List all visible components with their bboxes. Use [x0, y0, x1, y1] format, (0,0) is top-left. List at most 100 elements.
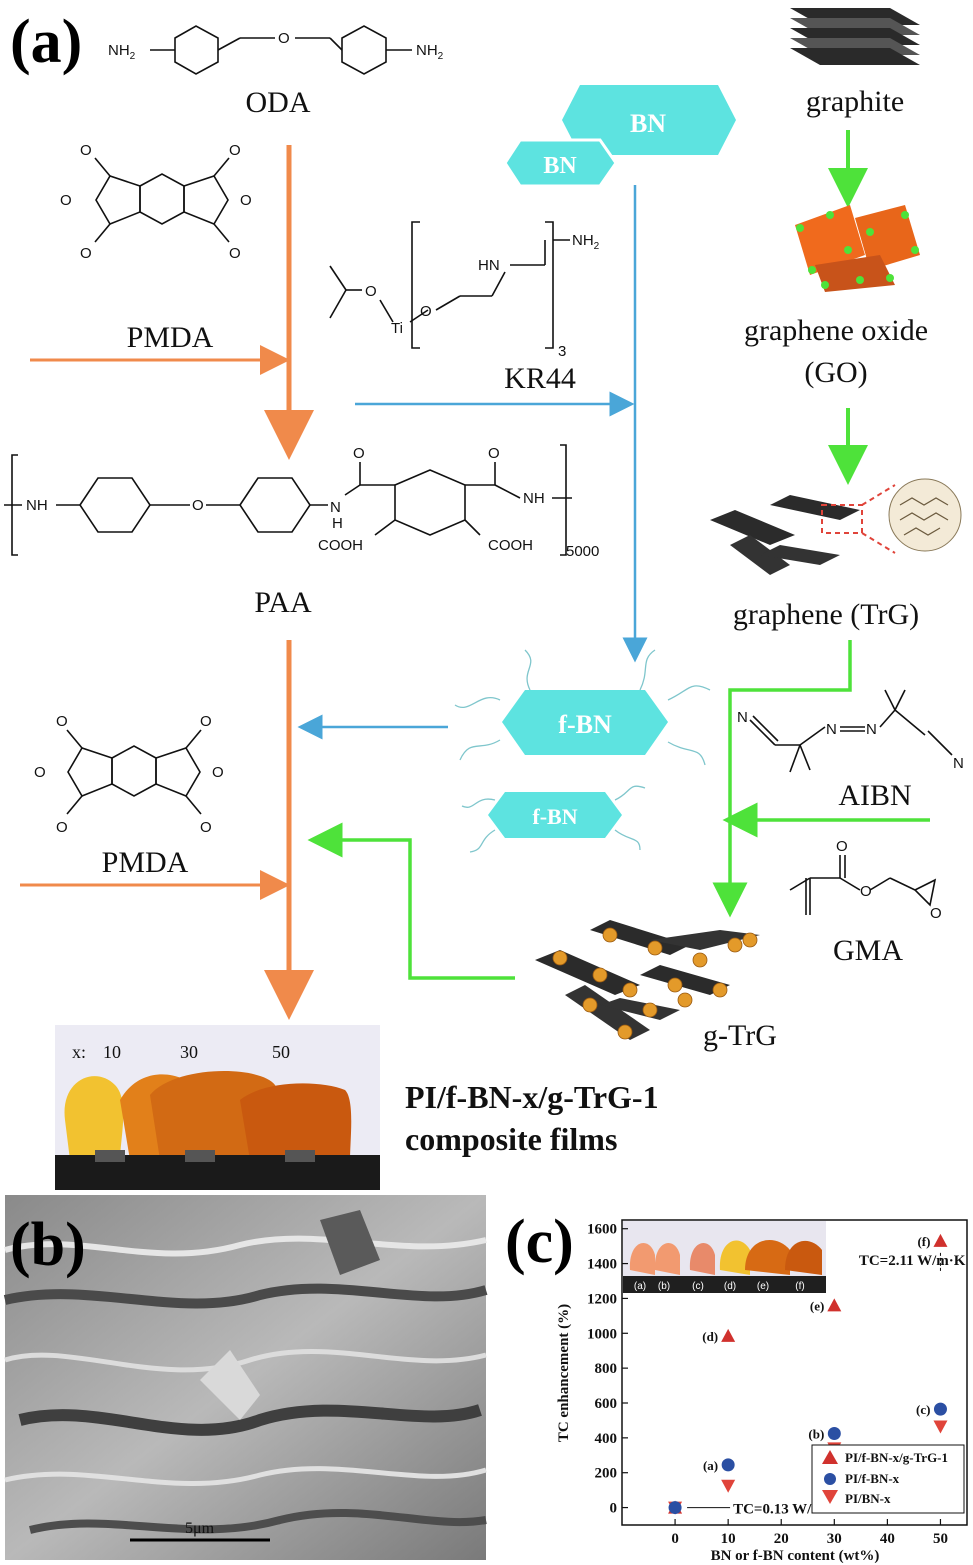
label-aibn: AIBN: [838, 779, 911, 812]
kr44-ti: Ti: [391, 320, 403, 337]
data-point-series-2: [721, 1458, 735, 1472]
gma-o1: O: [836, 838, 848, 855]
oda-structure: [150, 25, 412, 75]
kr44-hn: HN: [478, 257, 500, 274]
data-point-series-1: [827, 1298, 842, 1312]
films-x-10: 10: [103, 1042, 121, 1062]
label-films-line2: composite films: [405, 1121, 617, 1157]
y-tick-label: 1600: [587, 1222, 617, 1238]
composite-films-photo: [55, 1025, 380, 1190]
pmda-top-o5: O: [80, 245, 92, 262]
legend-series-2: PI/f-BN-x: [845, 1471, 900, 1486]
pmda-structure-bottom: [66, 729, 202, 815]
origin-marker-circle: [668, 1501, 682, 1515]
bn-hexagon-large: [562, 85, 736, 155]
gma-o2: O: [860, 883, 872, 900]
point-label: (d): [702, 1329, 718, 1344]
label-trg: graphene (TrG): [733, 598, 919, 631]
aibn-structure: [749, 689, 953, 773]
pmda-top-o6: O: [229, 245, 241, 262]
point-label: (a): [703, 1458, 718, 1473]
aibn-n1: N: [737, 709, 748, 726]
data-point-series-1: [933, 1233, 948, 1247]
label-fbn-large: f-BN: [558, 710, 612, 739]
y-tick-label: 0: [610, 1501, 618, 1517]
bn-hexagon-small: [503, 138, 618, 188]
data-point-series-3: [721, 1479, 736, 1493]
inset-label: (f): [795, 1281, 804, 1292]
x-tick-label: 30: [827, 1531, 842, 1547]
point-label: (b): [808, 1427, 824, 1442]
y-tick-label: 1400: [587, 1257, 617, 1273]
label-fbn-small: f-BN: [532, 804, 577, 829]
graphene-oxide-image: [795, 205, 920, 292]
arrow-gtrg-to-pi: [307, 822, 515, 980]
kr44-o1: O: [365, 283, 377, 300]
point-label: (e): [810, 1298, 824, 1313]
aibn-n4: N: [953, 755, 964, 772]
tc-chart: TC enhancement (%) BN or f-BN content (w…: [556, 1219, 968, 1564]
oda-oxygen: O: [278, 30, 290, 47]
data-point-series-1: [721, 1328, 736, 1342]
kr44-structure: [329, 221, 570, 349]
panel-label-c: (c): [505, 1208, 574, 1276]
paa-n: N: [330, 499, 341, 516]
x-tick-label: 50: [933, 1531, 948, 1547]
chart-y-label: TC enhancement (%): [556, 1304, 572, 1442]
label-pmda-top: PMDA: [127, 321, 214, 354]
x-tick-label: 0: [671, 1531, 679, 1547]
oda-nh2-right: NH2: [416, 42, 444, 62]
g-trg-image: [535, 920, 760, 1040]
chart-inset-photo: [623, 1221, 826, 1293]
pmda-bot-o6: O: [200, 819, 212, 836]
paa-nh-left: NH: [26, 497, 48, 514]
inset-label: (c): [692, 1281, 704, 1292]
chart-x-label: BN or f-BN content (wt%): [711, 1548, 880, 1564]
gma-o3: O: [930, 905, 942, 922]
x-tick-label: 20: [774, 1531, 789, 1547]
label-graphite: graphite: [806, 85, 904, 118]
aibn-n2: N: [826, 721, 837, 738]
label-go-line2: (GO): [804, 356, 867, 389]
label-bn-small: BN: [543, 153, 577, 179]
data-point-series-2: [933, 1402, 947, 1416]
paa-o-1: O: [353, 445, 365, 462]
kr44-subscript-3: 3: [558, 343, 566, 360]
y-tick-label: 1200: [587, 1291, 617, 1307]
x-tick-label: 10: [721, 1531, 736, 1547]
paa-nh-right: NH: [523, 490, 545, 507]
sem-image: [3, 1195, 488, 1560]
label-gtrg: g-TrG: [703, 1019, 777, 1052]
y-tick-label: 1000: [587, 1326, 617, 1342]
paa-o-2: O: [488, 445, 500, 462]
legend-marker-triangle-down: [822, 1490, 838, 1504]
kr44-nh2: NH2: [572, 232, 600, 252]
pmda-bot-o4: O: [212, 764, 224, 781]
inset-label: (e): [757, 1281, 769, 1292]
gma-structure: [789, 855, 937, 915]
legend-marker-triangle-up: [822, 1450, 838, 1464]
inset-label: (b): [658, 1281, 670, 1292]
chart-legend: PI/f-BN-x/g-TrG-1 PI/f-BN-x PI/BN-x: [811, 1444, 965, 1514]
pmda-bot-o5: O: [56, 819, 68, 836]
arrow-trg-to-gtrg: [712, 640, 852, 918]
x-tick-label: 40: [880, 1531, 895, 1547]
legend-marker-circle: [824, 1473, 836, 1485]
graphene-trg-image: [710, 478, 962, 575]
kr44-o2: O: [420, 303, 432, 320]
inset-label: (d): [724, 1281, 736, 1292]
label-gma: GMA: [833, 934, 903, 967]
fbn-small: f-BN: [461, 785, 646, 853]
graphite-image: [790, 8, 920, 65]
data-point-series-3: [933, 1420, 948, 1434]
data-point-series-2: [827, 1427, 841, 1440]
sem-scale-label: 5μm: [185, 1520, 215, 1537]
pmda-top-o2: O: [229, 142, 241, 159]
y-tick-label: 400: [595, 1431, 618, 1447]
point-label: (f): [917, 1234, 930, 1249]
pmda-top-o4: O: [240, 192, 252, 209]
paa-structure: [4, 444, 572, 556]
films-x-prefix: x:: [72, 1042, 86, 1062]
